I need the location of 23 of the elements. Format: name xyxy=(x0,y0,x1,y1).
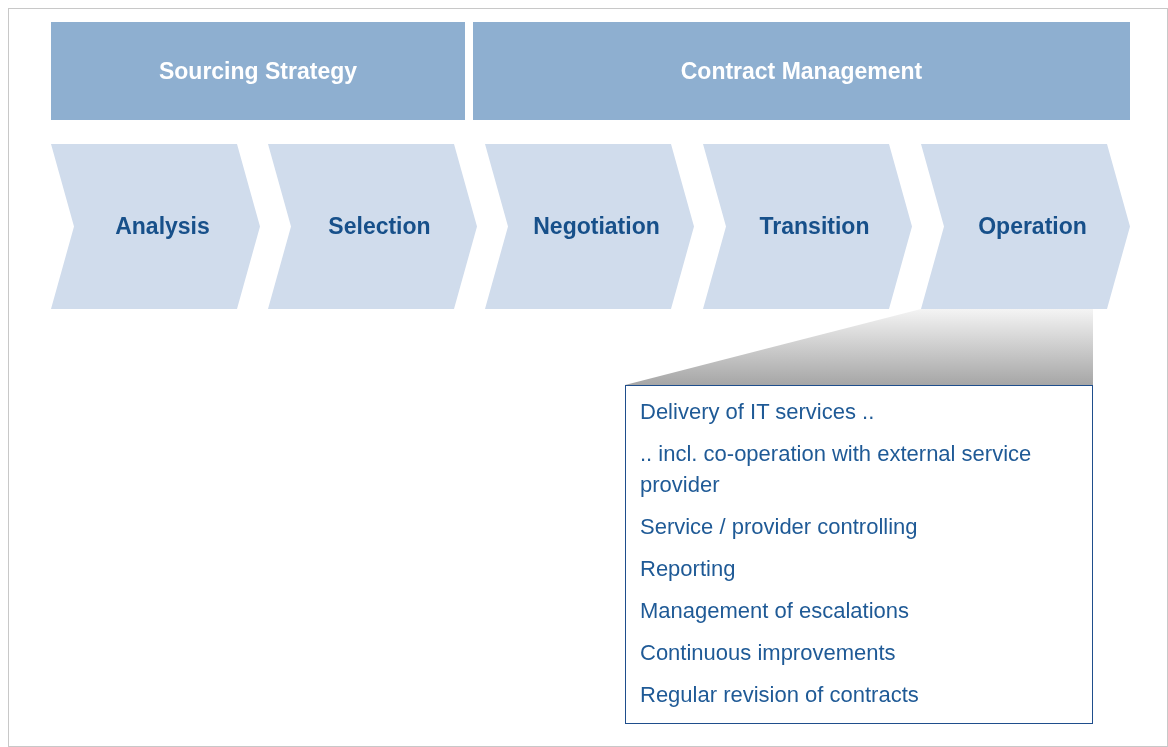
phase-header-band xyxy=(473,22,1130,120)
list-item: Reporting xyxy=(640,555,737,583)
process-step xyxy=(268,144,477,309)
detail-box xyxy=(625,385,1093,724)
list-item: Continuous improvements xyxy=(640,639,897,667)
list-item: Service / provider controlling xyxy=(640,513,919,541)
step-label: Analysis xyxy=(114,213,210,240)
list-item: Delivery of IT services .. xyxy=(640,398,876,426)
process-step xyxy=(703,144,912,309)
step-label: Operation xyxy=(977,213,1087,240)
process-step xyxy=(51,144,260,309)
list-item: Management of escalations xyxy=(640,597,911,625)
phase-header-band xyxy=(51,22,465,120)
zoom-wedge xyxy=(625,309,1093,385)
phase-title: Contract Management xyxy=(680,57,923,85)
list-item: .. incl. co-operation with external service provider xyxy=(640,440,1033,499)
process-step xyxy=(485,144,694,309)
phase-title: Sourcing Strategy xyxy=(158,57,358,85)
process-step xyxy=(921,144,1130,309)
list-item: Regular revision of contracts xyxy=(640,681,920,709)
step-label: Transition xyxy=(758,213,870,240)
step-label: Selection xyxy=(327,213,431,240)
step-label: Negotiation xyxy=(532,213,660,240)
